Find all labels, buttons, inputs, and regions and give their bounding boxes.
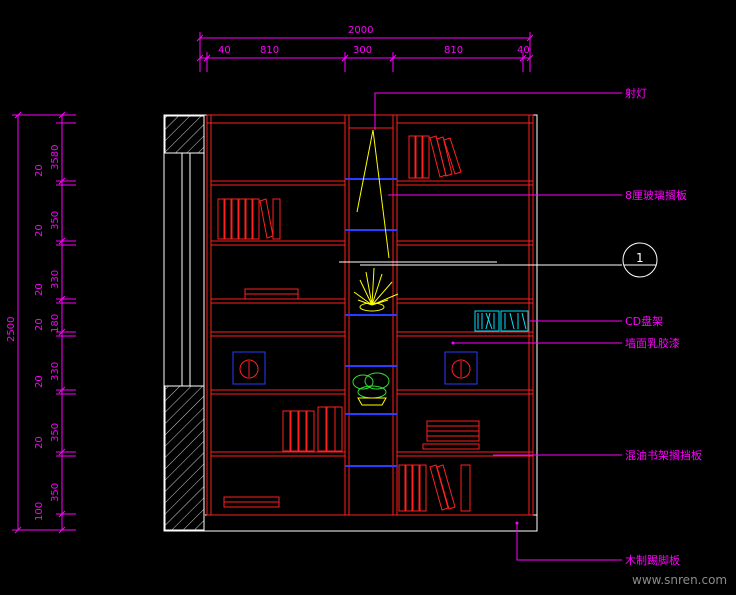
left-dim-segment: 100 bbox=[34, 502, 45, 521]
books-icon bbox=[398, 135, 480, 512]
wall-art-icon bbox=[444, 351, 478, 385]
top-dimension bbox=[196, 32, 534, 72]
left-dim-segment: 350 bbox=[50, 423, 61, 442]
label-cd-rack: CD盘架 bbox=[625, 314, 663, 328]
left-dim-segment: 350 bbox=[50, 483, 61, 502]
left-dim-segment: 350 bbox=[50, 211, 61, 230]
left-dim-segment: 3580 bbox=[50, 145, 61, 170]
potted-plant-icon bbox=[352, 372, 390, 406]
plant-icon bbox=[353, 267, 399, 312]
left-dim-segment: 20 bbox=[34, 436, 45, 449]
leader-dot bbox=[515, 521, 519, 525]
left-dimension bbox=[12, 111, 76, 534]
label-skirting: 木制踢脚板 bbox=[625, 553, 680, 567]
left-dim-segment: 20 bbox=[34, 318, 45, 331]
cd-rack-icon bbox=[474, 310, 529, 332]
outer-frame bbox=[163, 114, 538, 532]
label-bookshelf-board: 混油书架搁挡板 bbox=[625, 448, 702, 462]
books-icon bbox=[217, 198, 343, 508]
left-dim-segment: 20 bbox=[34, 164, 45, 177]
left-dim-segment: 20 bbox=[34, 283, 45, 296]
watermark: www.snren.com bbox=[632, 573, 727, 587]
label-wall-paint: 墙面乳胶漆 bbox=[625, 336, 680, 350]
left-dim-segment: 180 bbox=[50, 314, 61, 333]
left-dim-segment: 20 bbox=[34, 224, 45, 237]
leader-dot bbox=[451, 341, 455, 345]
label-glass-shelf: 8厘玻璃搁板 bbox=[625, 188, 687, 202]
left-dim-segment: 20 bbox=[34, 375, 45, 388]
glass-shelves bbox=[345, 178, 397, 467]
top-dim-segment: 810 bbox=[260, 45, 279, 56]
svg-text:1: 1 bbox=[636, 251, 644, 265]
wall-hatch-top bbox=[164, 115, 205, 154]
spotlight-beam bbox=[356, 129, 390, 259]
top-dim-segment: 300 bbox=[353, 45, 372, 56]
wall-opening bbox=[181, 152, 191, 387]
top-dim-segment: 40 bbox=[218, 45, 231, 56]
top-dim-segment: 810 bbox=[444, 45, 463, 56]
total-height-dim: 2500 bbox=[6, 317, 17, 342]
left-dim-segment: 330 bbox=[50, 362, 61, 381]
bookshelf-cabinet bbox=[206, 114, 534, 516]
leader-lines bbox=[374, 92, 622, 561]
total-width-dim: 2000 bbox=[348, 25, 373, 36]
left-dim-segment: 330 bbox=[50, 270, 61, 289]
top-dim-segment: 40 bbox=[517, 45, 530, 56]
section-marker: 1 bbox=[622, 242, 658, 278]
wall-hatch-bottom bbox=[164, 385, 205, 531]
wall-art-icon bbox=[232, 351, 266, 385]
label-spotlight: 射灯 bbox=[625, 86, 647, 100]
